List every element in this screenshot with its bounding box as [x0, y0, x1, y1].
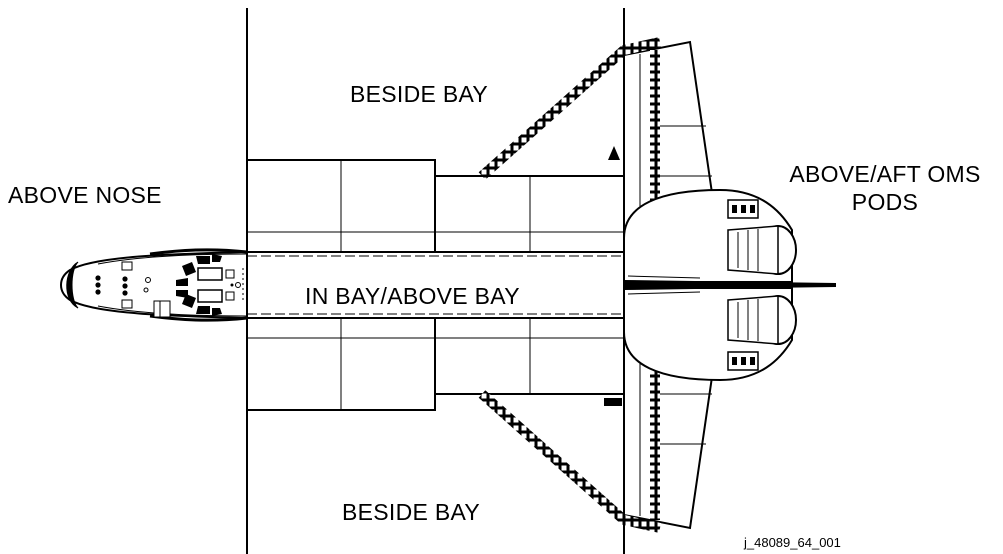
label-beside-bay-top: BESIDE BAY	[350, 81, 489, 107]
label-above-aft-line1: ABOVE/AFT OMS	[789, 161, 981, 187]
oms-pods	[623, 188, 836, 382]
label-above-aft-oms-pods: ABOVE/AFT OMS PODS	[770, 160, 1000, 216]
figure-id: j_48089_64_001	[744, 535, 841, 550]
label-beside-bay-bottom: BESIDE BAY	[342, 499, 481, 525]
payload-bay	[246, 159, 625, 411]
label-above-aft-line2: PODS	[851, 189, 919, 215]
forward-fuselage	[60, 248, 248, 322]
wings	[478, 37, 722, 533]
label-above-nose: ABOVE NOSE	[8, 182, 162, 208]
label-in-bay: IN BAY/ABOVE BAY	[305, 283, 520, 309]
